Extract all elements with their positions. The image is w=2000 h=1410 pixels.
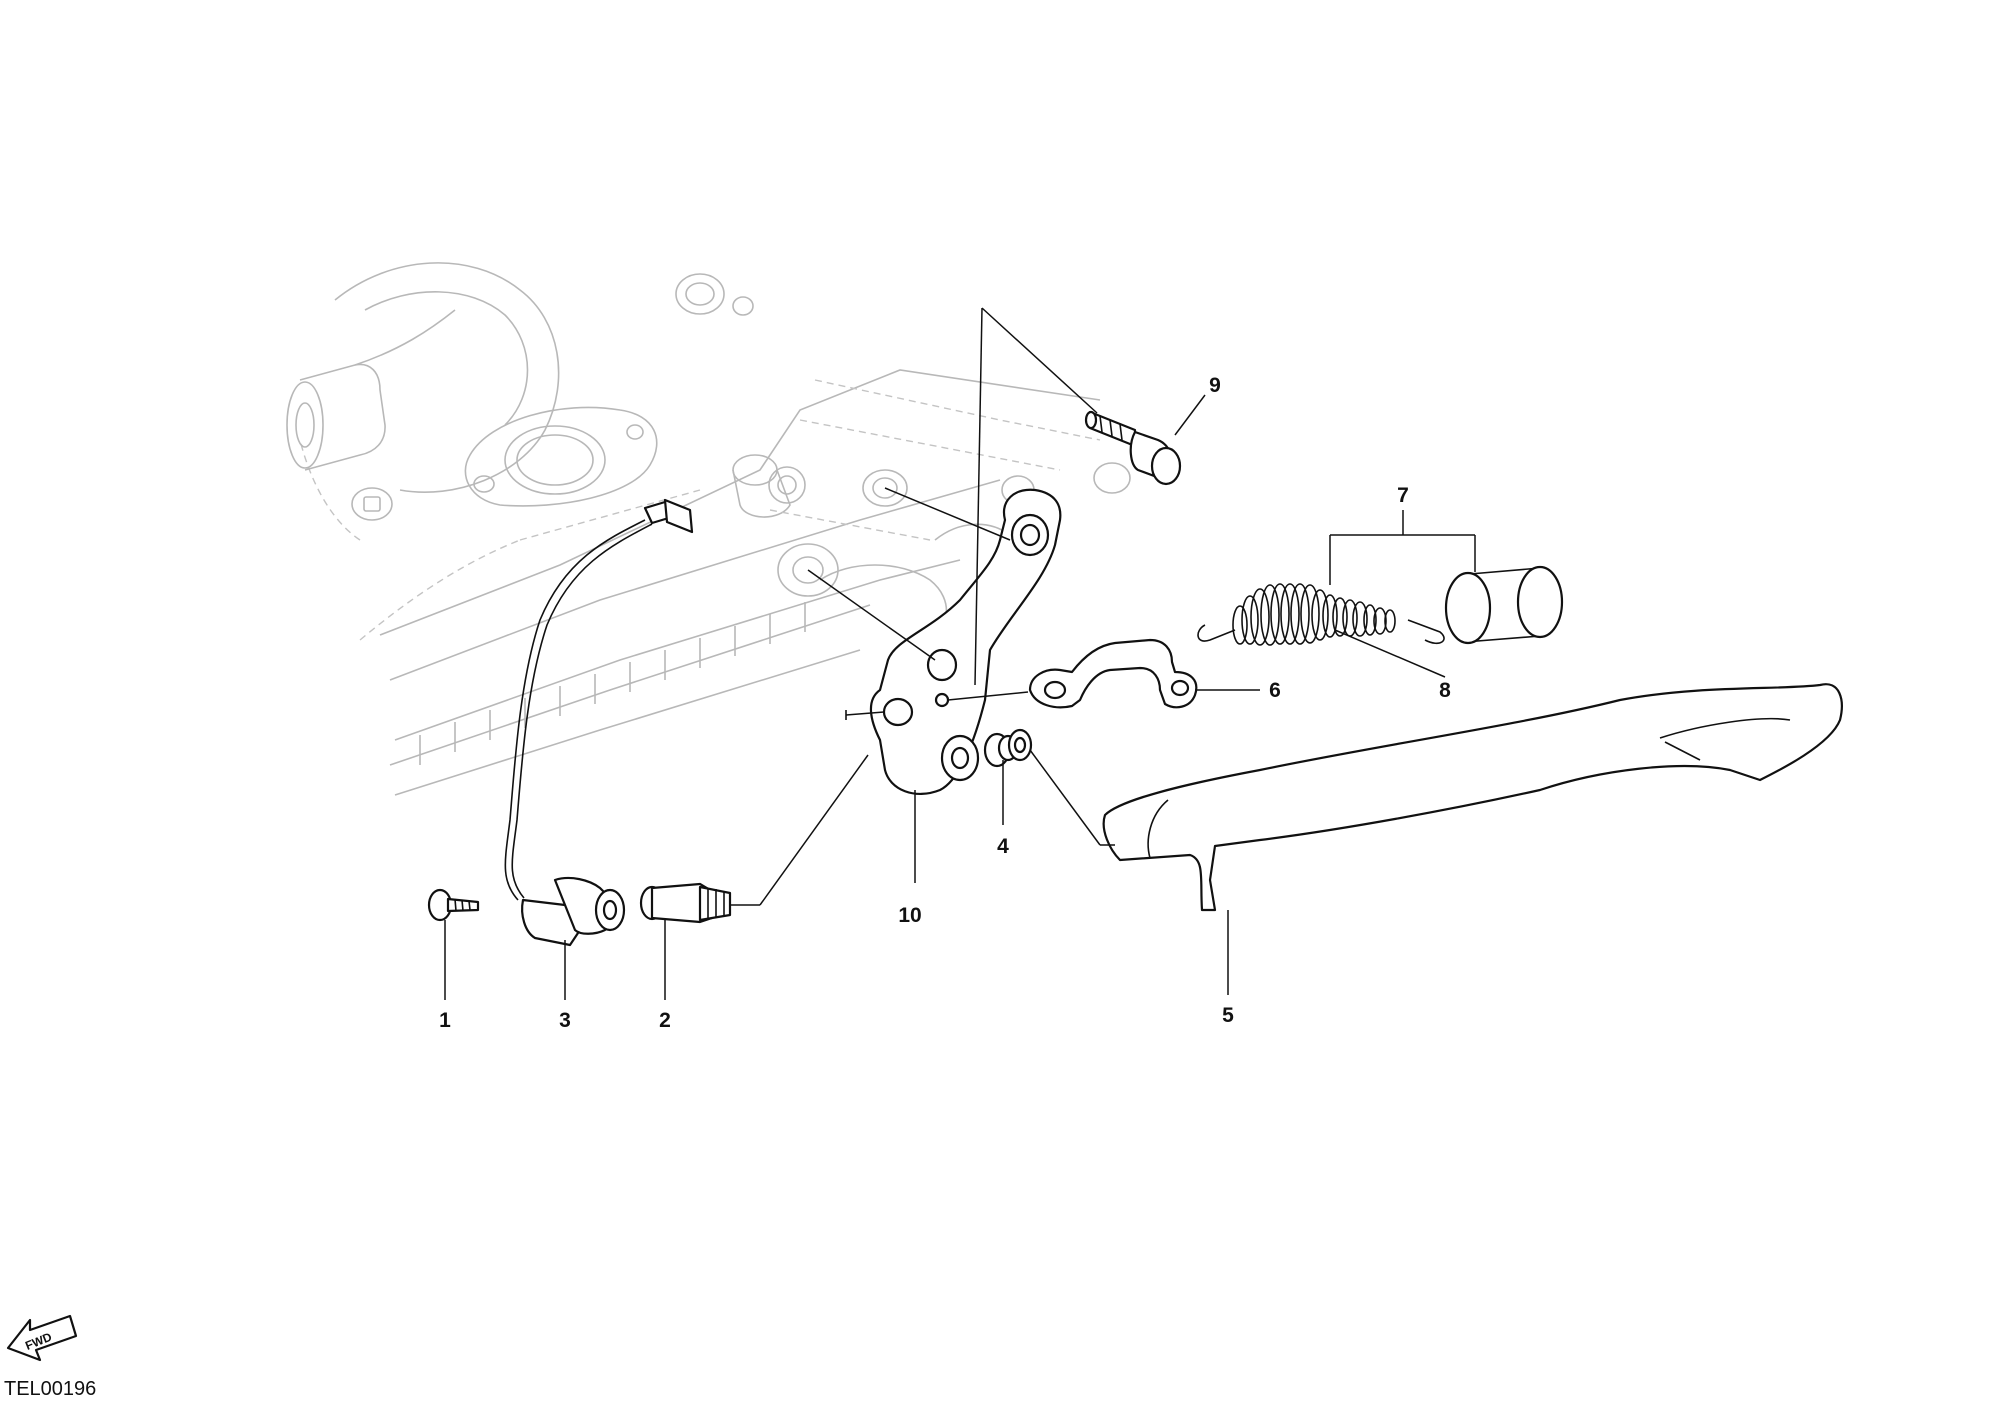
sidestand-bracket-part-10 [845, 488, 1062, 795]
engine-case-background [286, 262, 1131, 796]
callout-9: 9 [1209, 374, 1221, 397]
spring-sleeve-part-7 [1444, 565, 1564, 645]
sidestand-leg-part-5 [1102, 683, 1843, 912]
screw-part-1 [427, 888, 480, 922]
callout-6: 6 [1269, 679, 1281, 702]
leader-lines [444, 307, 1476, 1000]
callout-1: 1 [439, 1009, 451, 1032]
callout-2: 2 [659, 1009, 671, 1032]
pivot-pin-part-2 [639, 882, 732, 924]
figure-code: TEL00196 [4, 1378, 97, 1400]
callout-7: 7 [1397, 484, 1409, 507]
sidestand-sensor-part-3 [504, 498, 694, 947]
callout-8: 8 [1439, 679, 1451, 702]
forward-direction-badge: FWD [6, 1314, 78, 1362]
spring-part-8 [1197, 583, 1445, 646]
bolt-part-9 [1084, 410, 1182, 486]
callout-10: 10 [898, 904, 921, 927]
callout-3: 3 [559, 1009, 571, 1032]
bush-part-4 [983, 728, 1033, 768]
callout-5: 5 [1222, 1004, 1234, 1027]
spring-plate-part-6 [1028, 638, 1198, 709]
callout-4: 4 [997, 835, 1009, 858]
